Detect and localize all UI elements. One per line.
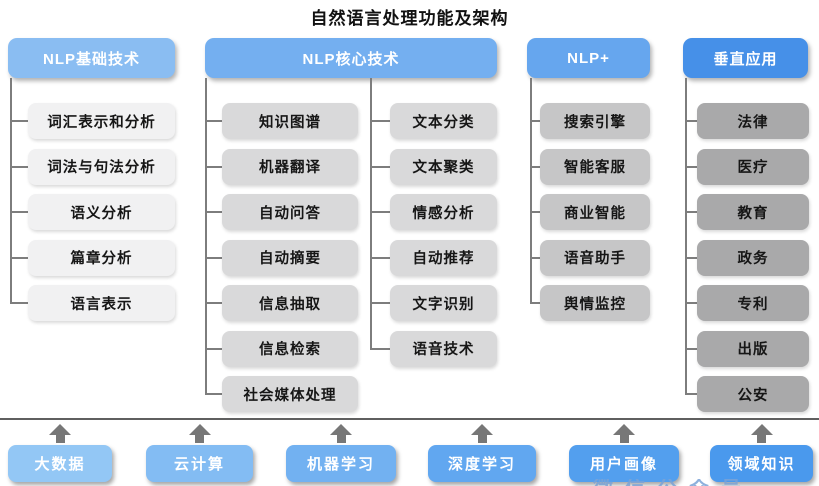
connector-trunk-vertical-apps xyxy=(685,78,687,394)
up-arrow-icon xyxy=(750,424,773,435)
up-arrow-icon xyxy=(613,424,635,435)
header-nlp-basic: NLP基础技术 xyxy=(8,38,175,78)
tree-node-nlp-basic: 词汇表示和分析 xyxy=(28,103,175,139)
header-vertical-apps: 垂直应用 xyxy=(683,38,808,78)
connector-stub xyxy=(530,302,540,304)
foundation-box: 用户画像 xyxy=(569,445,679,482)
connector-stub xyxy=(10,211,28,213)
connector-stub xyxy=(205,211,222,213)
connector-stub xyxy=(530,256,540,259)
connector-stub xyxy=(205,165,222,168)
connector-stub xyxy=(685,120,697,122)
connector-stub xyxy=(685,393,697,395)
tree-node-nlp-plus: 搜索引擎 xyxy=(540,103,650,139)
up-arrow-stem xyxy=(195,434,204,443)
tree-node-vertical-apps: 公安 xyxy=(697,376,809,412)
tree-node-vertical-apps: 出版 xyxy=(697,330,809,367)
up-arrow-icon xyxy=(188,424,211,435)
tree-node-nlp-core: 语音技术 xyxy=(390,330,497,367)
tree-node-nlp-basic: 语义分析 xyxy=(28,194,175,230)
up-arrow-stem xyxy=(757,434,766,443)
tree-node-nlp-core: 知识图谱 xyxy=(222,103,358,139)
tree-node-nlp-plus: 语音助手 xyxy=(540,239,650,276)
connector-stub xyxy=(370,347,390,350)
tree-node-nlp-core: 信息抽取 xyxy=(222,285,358,321)
separator-line xyxy=(0,418,819,420)
connector-stub xyxy=(10,302,28,304)
connector-stub xyxy=(530,120,540,122)
watermark-cutoff: 微信公众号 xyxy=(593,479,819,486)
tree-node-vertical-apps: 医疗 xyxy=(697,148,809,185)
connector-stub xyxy=(10,256,28,259)
up-arrow-stem xyxy=(336,434,346,443)
tree-node-nlp-core: 情感分析 xyxy=(390,194,497,230)
header-nlp-core: NLP核心技术 xyxy=(205,38,497,78)
tree-node-nlp-core: 自动问答 xyxy=(222,194,358,230)
up-arrow-icon xyxy=(330,424,352,435)
tree-node-nlp-core: 信息检索 xyxy=(222,330,358,367)
tree-node-nlp-basic: 篇章分析 xyxy=(28,239,175,276)
connector-trunk-nlp-core xyxy=(205,78,207,394)
up-arrow-stem xyxy=(477,434,487,443)
connector-stub xyxy=(685,211,697,213)
tree-node-nlp-plus: 舆情监控 xyxy=(540,285,650,321)
up-arrow-stem xyxy=(619,434,629,443)
tree-node-nlp-plus: 智能客服 xyxy=(540,148,650,185)
tree-node-nlp-plus: 商业智能 xyxy=(540,194,650,230)
foundation-box: 大数据 xyxy=(8,445,112,482)
connector-stub xyxy=(205,347,222,350)
tree-node-nlp-basic: 词法与句法分析 xyxy=(28,148,175,185)
tree-node-nlp-core: 机器翻译 xyxy=(222,148,358,185)
connector-stub xyxy=(370,165,390,168)
foundation-box: 机器学习 xyxy=(286,445,396,482)
tree-node-vertical-apps: 教育 xyxy=(697,194,809,230)
connector-stub xyxy=(685,165,697,168)
connector-stub xyxy=(685,256,697,259)
connector-trunk-nlp-plus xyxy=(530,78,532,303)
tree-node-vertical-apps: 法律 xyxy=(697,103,809,139)
connector-stub xyxy=(370,120,390,122)
tree-node-vertical-apps: 专利 xyxy=(697,285,809,321)
foundation-box: 领域知识 xyxy=(710,445,813,482)
connector-stub xyxy=(685,302,697,304)
connector-stub xyxy=(685,347,697,350)
connector-stub xyxy=(530,165,540,168)
connector-stub xyxy=(205,393,222,395)
connector-stub xyxy=(530,211,540,213)
connector-stub xyxy=(205,256,222,259)
tree-node-nlp-core: 自动推荐 xyxy=(390,239,497,276)
connector-stub xyxy=(370,302,390,304)
tree-node-nlp-core: 文本聚类 xyxy=(390,148,497,185)
up-arrow-icon xyxy=(49,424,71,435)
up-arrow-stem xyxy=(55,434,65,443)
tree-node-nlp-core: 社会媒体处理 xyxy=(222,376,358,412)
tree-node-nlp-core: 文本分类 xyxy=(390,103,497,139)
connector-stub xyxy=(10,165,28,168)
foundation-box: 云计算 xyxy=(146,445,253,482)
foundation-box: 深度学习 xyxy=(428,445,536,482)
tree-node-nlp-core: 文字识别 xyxy=(390,285,497,321)
connector-stub xyxy=(370,211,390,213)
connector-trunk-nlp-core xyxy=(370,78,372,349)
connector-trunk-nlp-basic xyxy=(10,78,12,303)
tree-node-nlp-core: 自动摘要 xyxy=(222,239,358,276)
connector-stub xyxy=(370,256,390,259)
up-arrow-icon xyxy=(471,424,493,435)
tree-node-nlp-basic: 语言表示 xyxy=(28,285,175,321)
connector-stub xyxy=(205,302,222,304)
diagram-title: 自然语言处理功能及架构 xyxy=(310,9,509,28)
tree-node-vertical-apps: 政务 xyxy=(697,239,809,276)
header-nlp-plus: NLP+ xyxy=(527,38,650,78)
connector-stub xyxy=(205,120,222,122)
connector-stub xyxy=(10,120,28,122)
